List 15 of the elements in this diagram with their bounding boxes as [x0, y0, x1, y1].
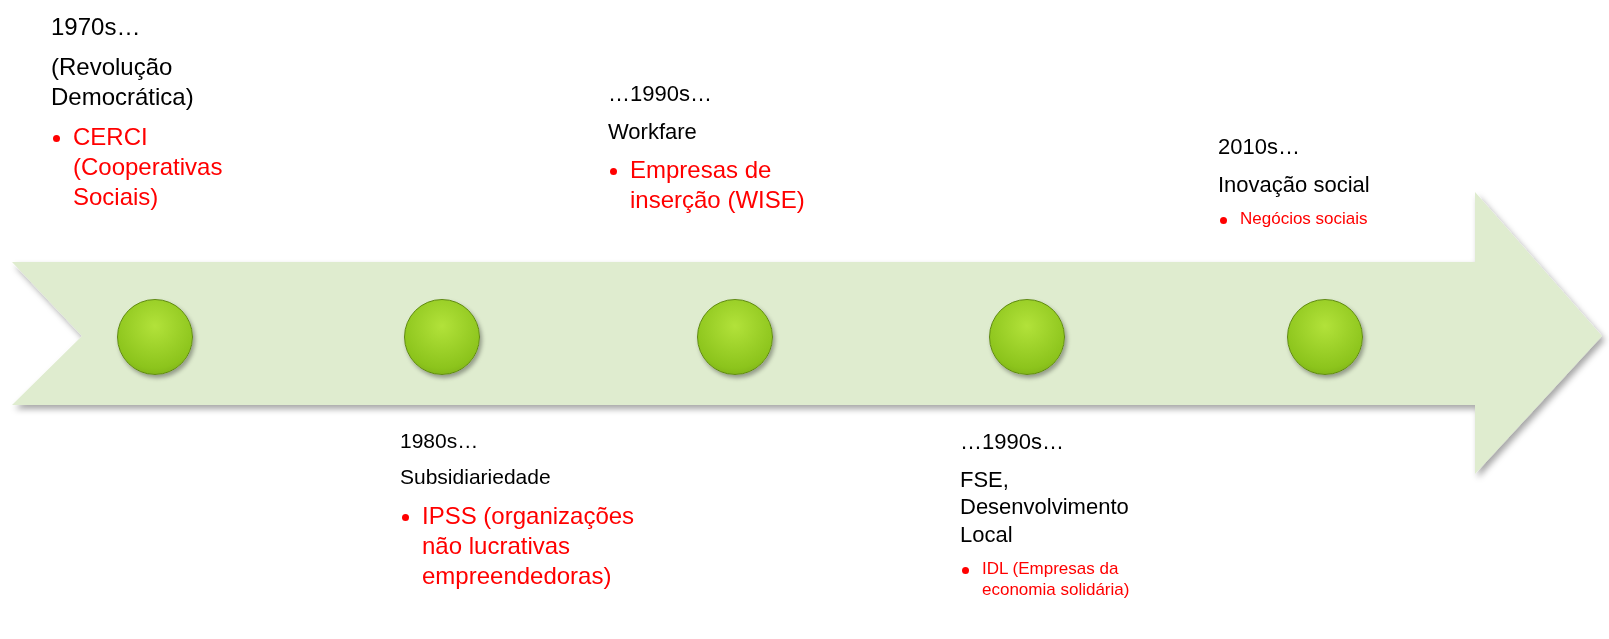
example-text: IPSS (organizações não lucrativas empreendedoras) [422, 501, 635, 589]
theme-label: Subsidiariedade [400, 464, 552, 491]
theme-label: (Revolução Democrática) [51, 52, 195, 112]
example-text: CERCI (Cooperativas Sociais) [73, 123, 223, 210]
period-label: …1990s… [608, 80, 713, 108]
example-text: Empresas de inserção (WISE) [630, 156, 805, 213]
example-text: Negócios sociais [1240, 209, 1368, 228]
period-label: 1980s… [400, 428, 480, 454]
period-label: 1970s… [51, 12, 142, 42]
period-label: 2010s… [1218, 133, 1301, 161]
example-text: IDL (Empresas da economia solidária) [982, 559, 1130, 600]
theme-label: Inovação social [1218, 170, 1371, 198]
theme-label: FSE, Desenvolvimento Local [960, 465, 1130, 548]
theme-label: Workfare [608, 117, 698, 145]
period-label: …1990s… [960, 428, 1065, 456]
